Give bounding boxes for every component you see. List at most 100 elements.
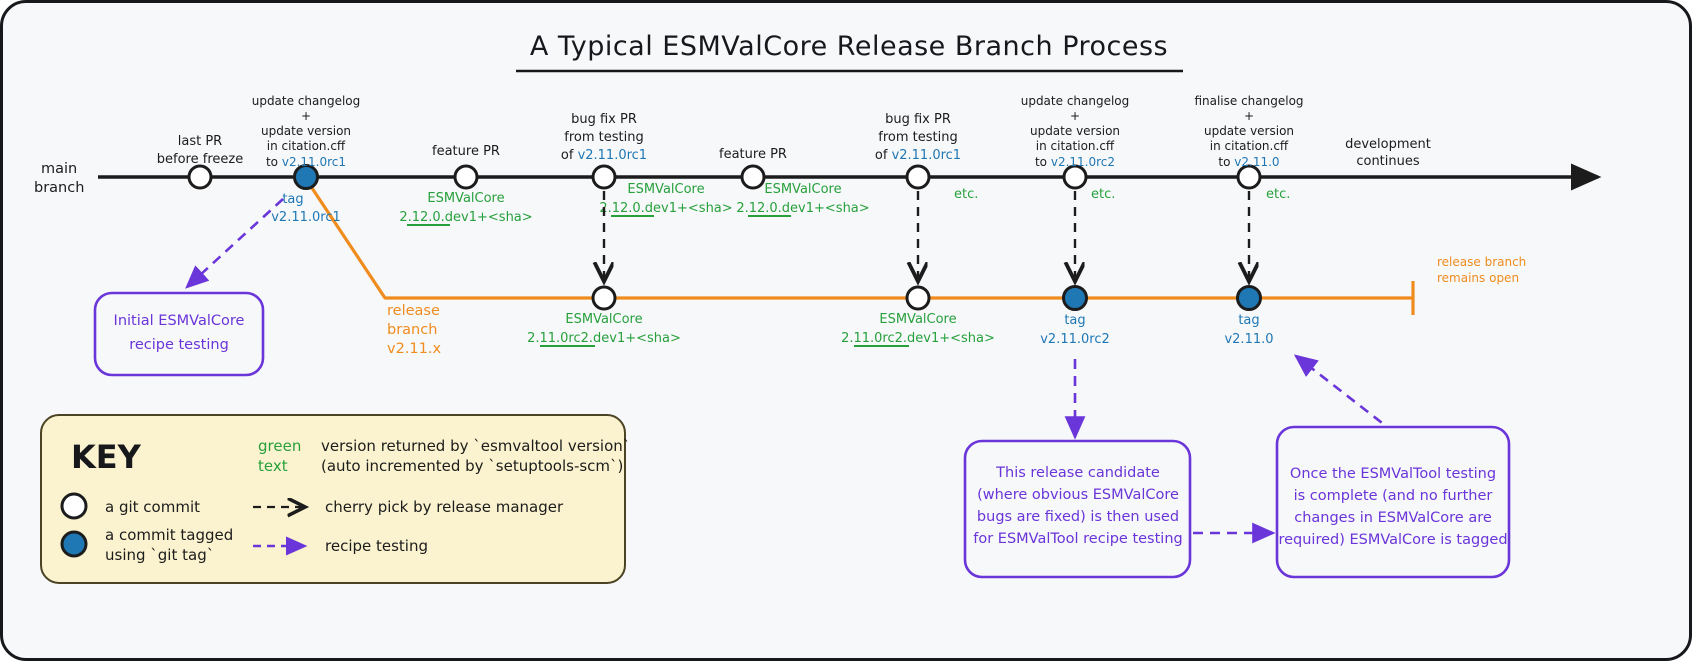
- release-commit-2-ver-line2: 2.11.0rc2.dev1+<sha>: [841, 331, 995, 346]
- bugfix-1-ver-line1: ESMValCore: [627, 182, 704, 197]
- bugfix-1-line1: bug fix PR: [571, 112, 637, 127]
- bugfix-2-etc: etc.: [954, 187, 978, 202]
- main-commit-last-pr[interactable]: [187, 164, 213, 190]
- main-commit-bugfix-pr-2[interactable]: [905, 164, 931, 190]
- final-tag-arrow: [1293, 354, 1396, 435]
- release-branch-label-line2: branch: [387, 322, 437, 338]
- initial-testing-line2: recipe testing: [129, 337, 229, 353]
- remains-open-line1: release branch: [1437, 255, 1526, 269]
- main-commit-feature-pr-2[interactable]: [740, 164, 766, 190]
- release-tag-rc2-version: v2.11.0rc2: [1040, 332, 1110, 347]
- final-tag-line1: Once the ESMValTool testing: [1290, 466, 1496, 482]
- remains-open-line2: remains open: [1437, 271, 1519, 285]
- final-version: v2.11.0: [1234, 155, 1279, 169]
- release-commit-2-ver-line1: ESMValCore: [879, 312, 956, 327]
- key-tagged-commit-line1: a commit tagged: [105, 526, 233, 544]
- release-tag-v2-11-0rc2[interactable]: [1062, 285, 1088, 311]
- final-tag-line2: is complete (and no further: [1294, 488, 1493, 504]
- release-commit-1-ver-line2: 2.11.0rc2.dev1+<sha>: [527, 331, 681, 346]
- main-commit-update-rc2[interactable]: [1062, 164, 1088, 190]
- callout-initial-testing: Initial ESMValCore recipe testing: [93, 291, 265, 377]
- feature-pr-1-ver-line1: ESMValCore: [427, 191, 504, 206]
- bugfix-2-line1: bug fix PR: [885, 112, 951, 127]
- rc1-above-line2: +: [301, 109, 311, 123]
- development-continues-line1: development: [1345, 137, 1431, 152]
- bugfix-1-version: v2.11.0rc1: [578, 148, 648, 163]
- rc2-to-prefix: to: [1035, 155, 1051, 169]
- rc1-version: v2.11.0rc1: [282, 155, 346, 169]
- release-branch-label-line3: v2.11.x: [387, 341, 441, 357]
- bugfix-2-line3: of v2.11.0rc1: [875, 148, 961, 163]
- feature-pr-2-ver-line1: ESMValCore: [764, 182, 841, 197]
- callout-release-candidate: This release candidate (where obvious ES…: [963, 439, 1192, 579]
- main-commit-feature-pr-1[interactable]: [453, 164, 479, 190]
- release-commit-2[interactable]: [905, 285, 931, 311]
- release-tag-v2-11-0[interactable]: [1236, 285, 1262, 311]
- rc2-above-line4: in citation.cff: [1036, 139, 1115, 153]
- bugfix-2-of-prefix: of: [875, 148, 892, 163]
- key-open-circle-icon: [60, 492, 88, 520]
- key-title: KEY: [71, 438, 142, 476]
- release-tag-final-version: v2.11.0: [1224, 332, 1273, 347]
- rc2-above-line2: +: [1070, 109, 1080, 123]
- main-branch-label-line2: branch: [34, 180, 84, 196]
- bugfix-1-line3: of v2.11.0rc1: [561, 148, 647, 163]
- final-above-line1: finalise changelog: [1194, 94, 1303, 108]
- final-above-line5: to v2.11.0: [1218, 155, 1279, 169]
- bugfix-2-version: v2.11.0rc1: [892, 148, 962, 163]
- final-tag-line3: changes in ESMValCore are: [1294, 510, 1492, 526]
- release-candidate-line3: bugs are fixed) is then used: [977, 509, 1179, 525]
- key-cherry-pick-label: cherry pick by release manager: [325, 498, 564, 516]
- release-commit-1[interactable]: [591, 285, 617, 311]
- rc1-to-prefix: to: [266, 155, 282, 169]
- final-above-line3: update version: [1204, 124, 1294, 138]
- initial-testing-line1: Initial ESMValCore: [114, 313, 245, 329]
- bugfix-1-line2: from testing: [564, 130, 643, 145]
- key-recipe-testing-label: recipe testing: [325, 537, 428, 555]
- final-etc: etc.: [1266, 187, 1290, 202]
- release-tag-final-label: tag: [1238, 313, 1259, 328]
- last-pr-label-line1: last PR: [178, 134, 222, 149]
- final-tag-line4: required) ESMValCore is tagged: [1278, 532, 1507, 548]
- rc1-above-line1: update changelog: [252, 94, 361, 108]
- rc2-above-line1: update changelog: [1021, 94, 1130, 108]
- key-filled-circle-icon: [60, 530, 88, 558]
- rc1-above-line5: to v2.11.0rc1: [266, 155, 346, 169]
- feature-pr-1-label: feature PR: [432, 144, 500, 159]
- release-candidate-line2: (where obvious ESMValCore: [977, 487, 1179, 503]
- rc2-above-line5: to v2.11.0rc2: [1035, 155, 1115, 169]
- release-commit-1-ver-line1: ESMValCore: [565, 312, 642, 327]
- feature-pr-2-ver-line2: 2.12.0.dev1+<sha>: [736, 201, 869, 216]
- main-commit-tag-v2-11-0rc1[interactable]: [293, 164, 319, 190]
- rc1-above-line4: in citation.cff: [267, 139, 346, 153]
- page-title: A Typical ESMValCore Release Branch Proc…: [516, 31, 1183, 73]
- bugfix-1-ver-line2: 2.12.0.dev1+<sha>: [599, 201, 732, 216]
- final-to-prefix: to: [1218, 155, 1234, 169]
- key-legend: KEY green text version returned by `esmv…: [40, 414, 630, 584]
- key-green-label-line2: text: [258, 457, 288, 475]
- key-green-desc-line2: (auto incremented by `setuptools-scm`): [321, 457, 623, 475]
- rc1-tag-label: tag: [282, 192, 303, 207]
- main-commit-finalise-v2-11-0[interactable]: [1236, 164, 1262, 190]
- bugfix-1-of-prefix: of: [561, 148, 578, 163]
- key-green-label-line1: green: [258, 437, 301, 455]
- rc1-tag-version: v2.11.0rc1: [271, 210, 341, 225]
- rc2-above-line3: update version: [1030, 124, 1120, 138]
- release-candidate-line4: for ESMValTool recipe testing: [973, 531, 1182, 547]
- bugfix-2-line2: from testing: [878, 130, 957, 145]
- final-above-line2: +: [1244, 109, 1254, 123]
- rc1-above-line3: update version: [261, 124, 351, 138]
- feature-pr-2-label: feature PR: [719, 147, 787, 162]
- release-branch-label-line1: release: [387, 303, 440, 319]
- release-tag-rc2-label: tag: [1064, 313, 1085, 328]
- callout-final-tag: Once the ESMValTool testing is complete …: [1275, 425, 1511, 579]
- rc2-etc: etc.: [1091, 187, 1115, 202]
- recipe-testing-arrow-initial: [185, 198, 284, 289]
- main-branch-label-line1: main: [41, 161, 77, 177]
- main-commit-bugfix-pr-1[interactable]: [591, 164, 617, 190]
- rc2-version: v2.11.0rc2: [1051, 155, 1115, 169]
- final-above-line4: in citation.cff: [1210, 139, 1289, 153]
- development-continues-line2: continues: [1356, 154, 1420, 169]
- key-tagged-commit-line2: using `git tag`: [105, 546, 214, 564]
